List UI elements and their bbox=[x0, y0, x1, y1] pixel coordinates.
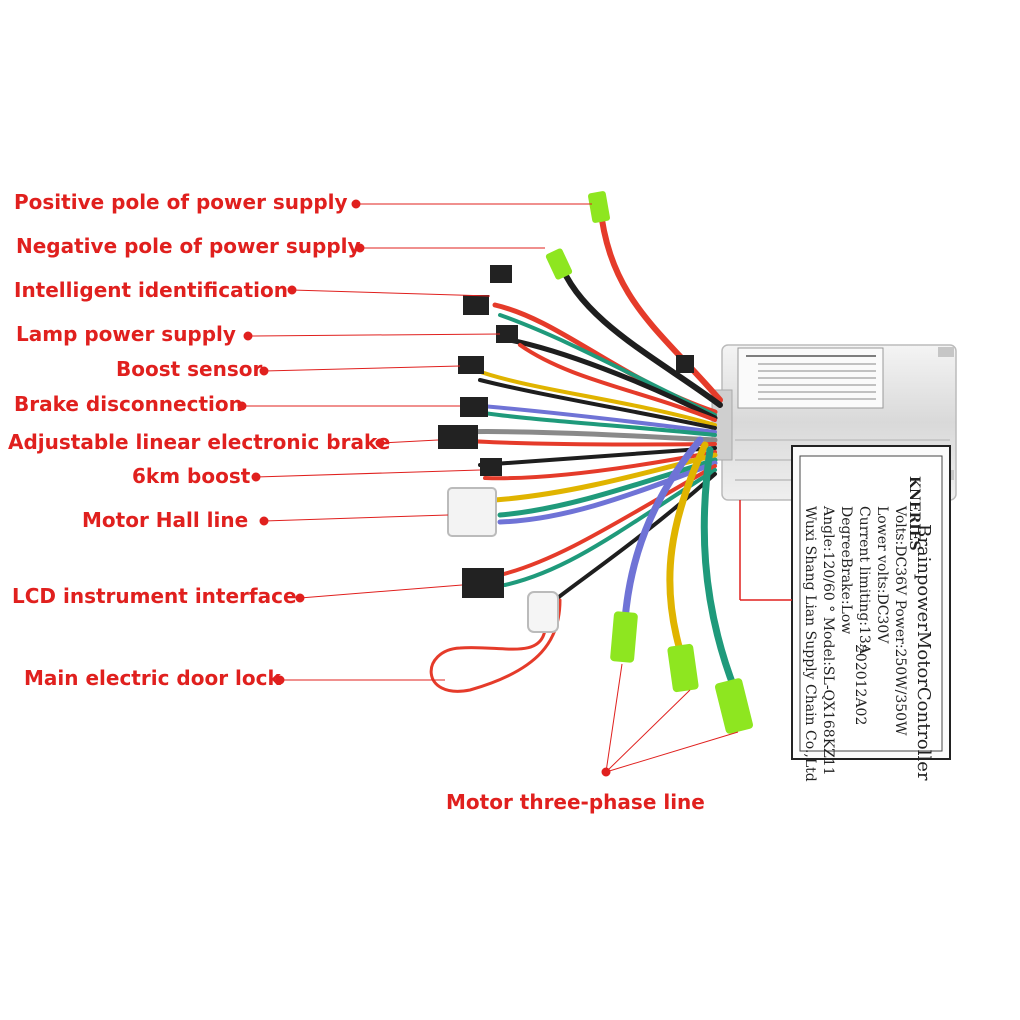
label-zoom-box bbox=[791, 445, 951, 760]
label-text-group: KNERIES BrainpowerMotorController Volts:… bbox=[802, 476, 934, 782]
controller-box bbox=[711, 344, 957, 501]
callout-main-electric-door-lock: Main electric door lock bbox=[24, 666, 281, 690]
callout-adjustable-linear-brake: Adjustable linear electronic brake bbox=[8, 430, 391, 454]
leader-lines bbox=[237, 199, 739, 777]
callout-lcd-instrument-interface: LCD instrument interface bbox=[12, 584, 297, 608]
callout-negative-pole: Negative pole of power supply bbox=[16, 234, 361, 258]
label-serial: 202012A02 bbox=[852, 644, 868, 725]
wire-bundle bbox=[429, 202, 739, 694]
label-title: BrainpowerMotorController bbox=[913, 524, 934, 781]
callout-motor-hall-line: Motor Hall line bbox=[82, 508, 249, 532]
callout-motor-three-phase-line: Motor three-phase line bbox=[446, 790, 705, 814]
callout-brake-disconnection: Brake disconnection bbox=[14, 392, 243, 416]
connectors bbox=[438, 191, 754, 734]
callout-lamp-power-supply: Lamp power supply bbox=[16, 322, 236, 346]
callout-boost-sensor: Boost sensor bbox=[116, 357, 263, 381]
label-line-4: DegreeBrake:Low bbox=[838, 506, 854, 634]
label-line-1: Volts:DC36V Power:250W/350W bbox=[892, 505, 908, 736]
callout-intelligent-identification: Intelligent identification bbox=[14, 278, 288, 302]
label-line-2: Lower volts:DC30V bbox=[874, 506, 890, 644]
callout-positive-pole: Positive pole of power supply bbox=[14, 190, 348, 214]
label-line-6: Wuxi Shang Lian Supply Chain Co.,Ltd bbox=[802, 506, 818, 782]
label-brand: KNERIES bbox=[906, 476, 922, 551]
callout-6km-boost: 6km boost bbox=[132, 464, 251, 488]
label-line-5: Angle:120/60 ° Model:SL-QX168KZ11 bbox=[820, 505, 836, 776]
label-line-3: Current limiting:13A bbox=[856, 506, 872, 655]
